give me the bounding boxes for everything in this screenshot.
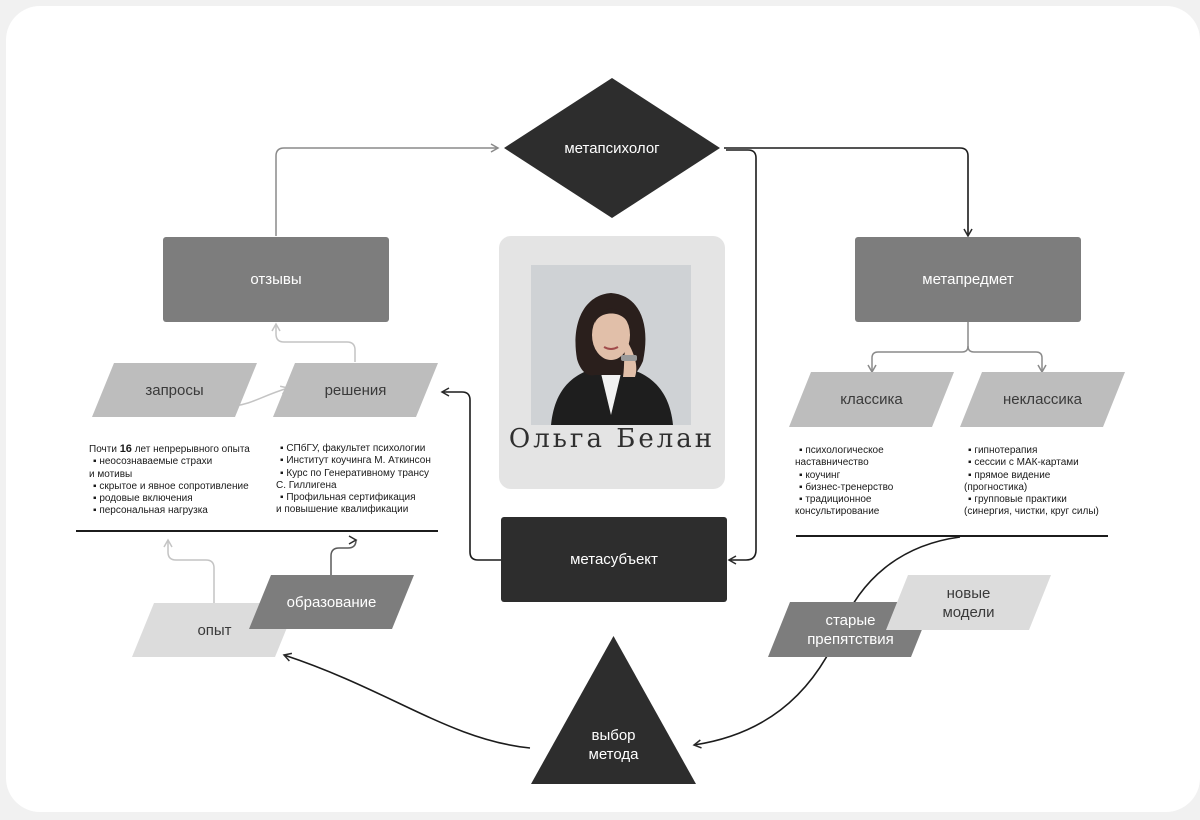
arrow-to-classic xyxy=(867,322,969,374)
education-item: ▪ Курс по Генеративному трансу xyxy=(280,467,429,479)
nonclassic-item: (синергия, чистки, круг силы) xyxy=(964,506,1099,518)
experience-item: ▪ скрытое и явное сопротивление xyxy=(93,480,249,492)
years-count: 16 xyxy=(119,443,132,455)
arrow-reviews-to-metapsychologist xyxy=(275,143,500,236)
requests-label: запросы xyxy=(145,381,204,399)
arrow-method-to-experience xyxy=(282,652,531,749)
portrait-photo xyxy=(531,265,691,425)
experience-item: и мотивы xyxy=(89,468,133,480)
classic-item: ▪ психологическое xyxy=(799,445,884,456)
nonclassic-label: неклассика xyxy=(1002,391,1083,408)
profile-name: Ольга Белан xyxy=(508,424,716,454)
nonclassic-item: (прогностика) xyxy=(964,481,1028,493)
profile-card: Ольга Белан xyxy=(499,236,725,489)
classic-label: классика xyxy=(840,391,903,408)
arrow-education-up xyxy=(330,538,361,576)
classic-node: классика xyxy=(789,372,954,427)
nonclassic-item: ▪ прямое видение xyxy=(968,469,1051,481)
education-item: С. Гиллигена xyxy=(276,479,337,491)
education-item: и повышение квалификации xyxy=(276,504,409,516)
solutions-label: решения xyxy=(324,381,387,399)
classic-item: наставничество xyxy=(795,457,869,469)
arrow-metapsychologist-to-metasubject-field xyxy=(724,147,973,238)
classic-item: консультирование xyxy=(795,506,880,518)
nonclassic-node: неклассика xyxy=(960,372,1125,427)
education-item: ▪ Институт коучинга М. Аткинсон xyxy=(280,455,431,467)
requests-node: запросы xyxy=(92,363,257,417)
left-divider xyxy=(76,530,438,532)
classic-item: ▪ бизнес-тренерство xyxy=(799,481,894,493)
arrow-metapsychologist-to-metasubject xyxy=(726,149,757,565)
old-obstacles-line2: препятствия xyxy=(807,630,894,648)
nonclassic-item: ▪ сессии с МАК-картами xyxy=(968,457,1079,469)
metasubject-node: метасубъект xyxy=(501,517,727,602)
new-models-line2: модели xyxy=(942,603,995,621)
old-obstacles-line1: старые xyxy=(825,611,876,629)
experience-item: ▪ неосознаваемые страхи xyxy=(93,456,213,468)
nonclassic-item: ▪ гипнотерапия xyxy=(968,445,1038,456)
experience-item: ▪ персональная нагрузка xyxy=(93,505,208,517)
arrow-solutions-to-reviews xyxy=(271,322,356,362)
experience-label: опыт xyxy=(197,621,232,639)
reviews-node: отзывы xyxy=(163,237,389,322)
education-item: ▪ Профильная сертификация xyxy=(280,492,416,504)
solutions-node: решения xyxy=(273,363,438,417)
experience-list: Почти 16 лет непрерывного опыта ▪ неосоз… xyxy=(89,443,250,518)
method-choice-line1: выбор xyxy=(591,727,636,744)
education-list: ▪ СПбГУ, факультет психологии ▪ Институт… xyxy=(276,443,431,517)
right-divider xyxy=(796,535,1108,537)
education-label: образование xyxy=(286,593,377,611)
metasubject-label: метасубъект xyxy=(570,551,658,568)
arrow-experience-up xyxy=(163,538,215,604)
classic-item: ▪ традиционное xyxy=(799,494,872,506)
metapsychologist-label: метапсихолог xyxy=(564,139,660,157)
method-choice-line2: метода xyxy=(588,746,639,763)
metasubject-field-label: метапредмет xyxy=(922,271,1014,288)
arrow-metasubject-to-solutions xyxy=(440,387,501,561)
nonclassic-item: ▪ групповые практики xyxy=(968,494,1067,506)
education-node: образование xyxy=(249,575,414,629)
new-models-line1: новые xyxy=(946,584,991,602)
experience-intro: Почти 16 лет непрерывного опыта xyxy=(89,443,250,455)
experience-item: ▪ родовые включения xyxy=(93,493,193,505)
classic-item: ▪ коучинг xyxy=(799,469,841,481)
classic-methods-list: ▪ психологическое наставничество ▪ коучи… xyxy=(795,445,893,519)
nonclassic-methods-list: ▪ гипнотерапия ▪ сессии с МАК-картами ▪ … xyxy=(964,445,1099,519)
metasubject-field-node: метапредмет xyxy=(855,237,1081,322)
arrow-to-nonclassic xyxy=(967,345,1047,374)
education-item: ▪ СПбГУ, факультет психологии xyxy=(280,443,426,454)
reviews-label: отзывы xyxy=(250,271,302,288)
